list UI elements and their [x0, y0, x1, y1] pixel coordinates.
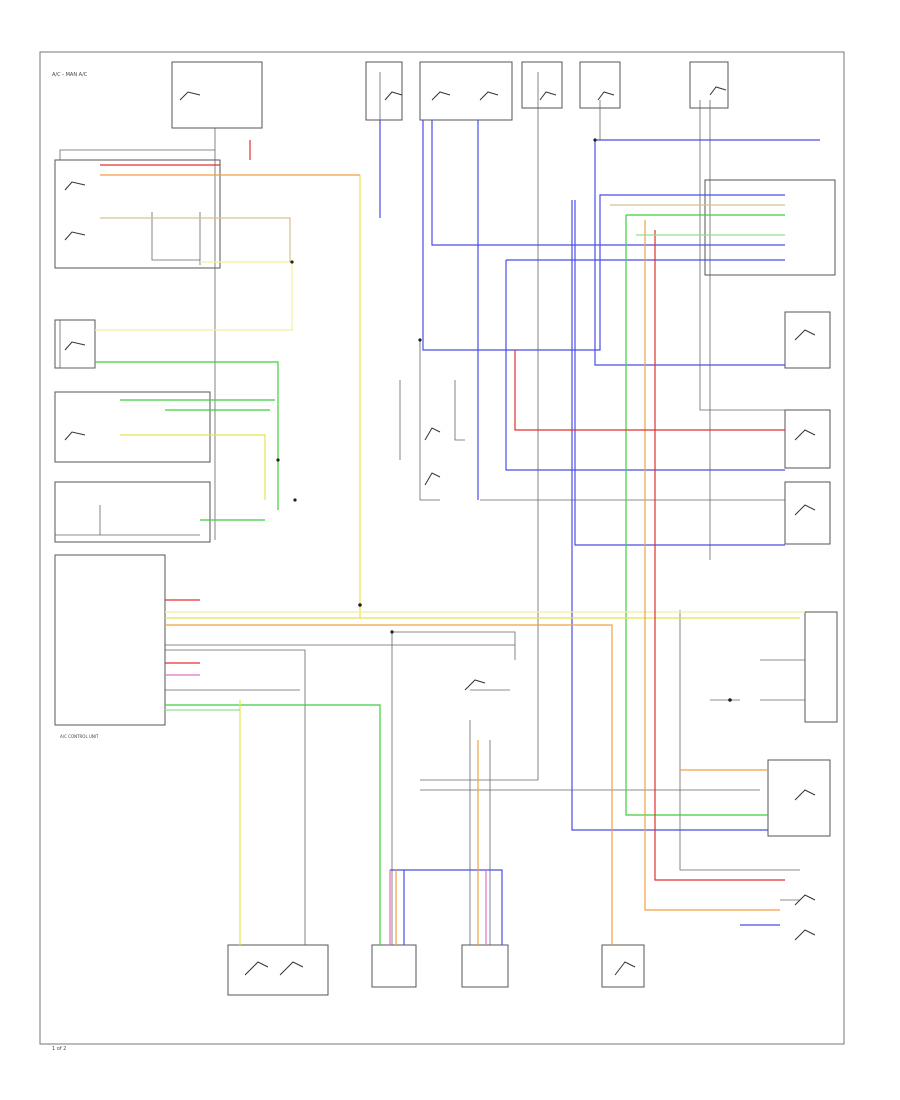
ac-control-unit-box [54, 554, 166, 726]
wire-blue-6 [505, 260, 785, 471]
wire-green-1 [95, 361, 279, 510]
wire-yellow-3 [120, 434, 266, 500]
fuse-box-3 [521, 61, 563, 109]
brake-switch-box [54, 159, 221, 269]
wire-yellow-6 [95, 261, 293, 331]
mode-motor-box [371, 944, 417, 988]
wire-orange-3 [644, 220, 780, 911]
relay-box-2 [784, 409, 831, 469]
top-component-boxes [171, 61, 729, 129]
pressure-switch-box [54, 319, 96, 369]
compressor-box [804, 611, 838, 723]
wire-red-1 [514, 350, 785, 431]
footer-label: 1 of 2 [52, 1046, 66, 1052]
recirc-switch-box [54, 391, 211, 463]
left-switch-blocks [54, 159, 221, 726]
wire-orange-2 [165, 624, 613, 945]
pressure-sensor-box [601, 944, 645, 988]
wire-blue-3 [422, 120, 785, 351]
junction-dots [276, 138, 732, 702]
fuse-box-2 [419, 61, 513, 121]
wire-blue-7 [574, 200, 785, 546]
ignition-switch-box [171, 61, 263, 129]
relay-box-4 [767, 759, 831, 837]
wire-blue-8 [594, 140, 785, 366]
diagram-border [39, 51, 845, 1045]
right-relay-blocks [704, 179, 838, 837]
wire-blue-10 [571, 200, 768, 831]
wire-green-5 [165, 704, 381, 945]
relay-box-1 [784, 311, 831, 369]
fuse-box-5 [689, 61, 729, 109]
wire-blue-2 [431, 120, 700, 246]
wire-green-6 [625, 215, 768, 816]
header-label: A/C - MAN A/C [52, 72, 88, 78]
control-unit-label: A/C CONTROL UNIT [60, 734, 99, 739]
thin-wires [55, 72, 805, 945]
relay-box-3 [784, 481, 831, 545]
relay-box-top [704, 179, 836, 276]
colored-wires [95, 120, 820, 945]
mix-motor-box [461, 944, 509, 988]
fan-switch-box [54, 481, 211, 543]
blower-motor-box [227, 944, 329, 996]
wire-blue-12 [390, 869, 503, 945]
wire-tan-1 [100, 217, 291, 262]
fuse-box-1 [365, 61, 403, 121]
switch-symbols [64, 86, 816, 976]
wire-red-2 [654, 230, 785, 881]
bottom-components [227, 944, 645, 996]
